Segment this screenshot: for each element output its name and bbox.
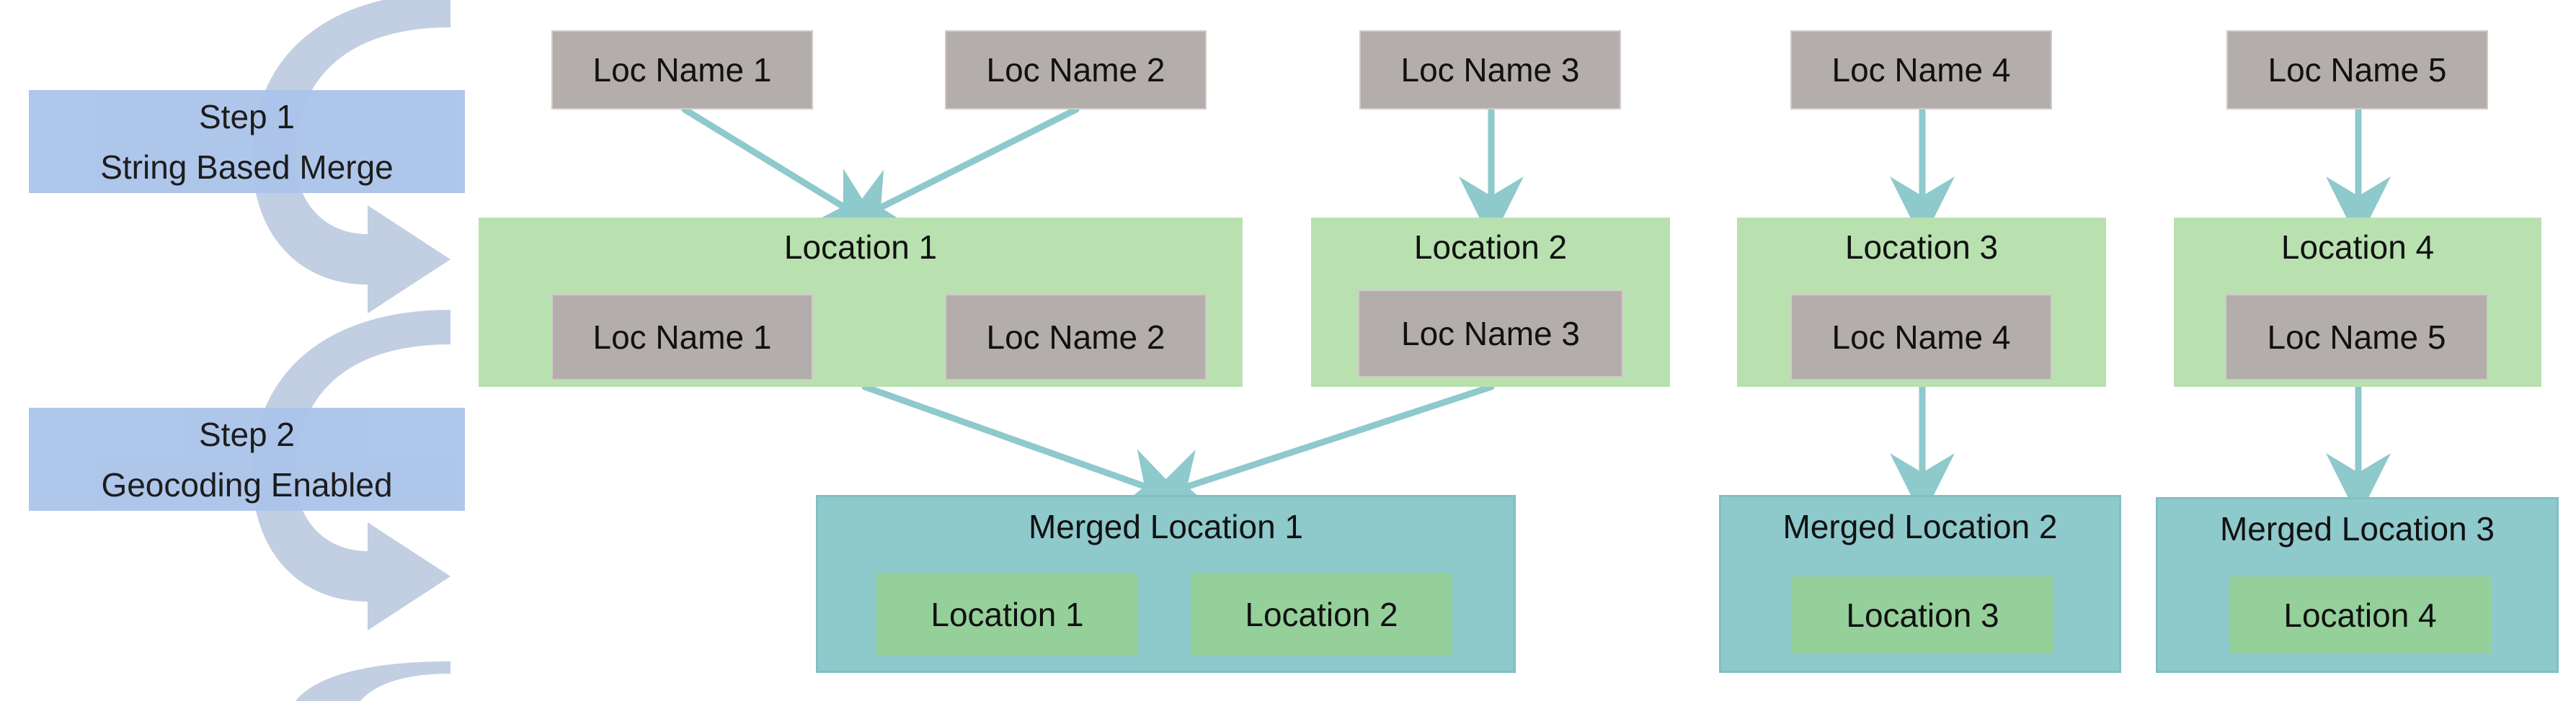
location-4-title: Location 4 (2280, 228, 2435, 266)
step-1-title: Step 1 (199, 97, 295, 135)
step-2-title: Step 2 (199, 415, 295, 453)
location-2-title: Location 2 (1413, 228, 1568, 266)
merged-location-2-item-1: Location 3 (1792, 576, 2053, 653)
curved-arrow-icon (252, 310, 450, 630)
merged-location-3-item-1: Location 4 (2229, 576, 2491, 653)
curved-arrow-icon (296, 661, 450, 701)
merged-location-1-item-1: Location 1 (876, 573, 1138, 656)
step-2-label: Step 2 Geocoding Enabled (29, 408, 465, 511)
merged-location-1-title: Merged Location 1 (1028, 508, 1304, 545)
arrow-icon (681, 106, 882, 231)
merged-location-3-title: Merged Location 3 (2219, 510, 2495, 548)
merged-location-1-item-2: Location 2 (1191, 573, 1452, 656)
loc-name-4-box: Loc Name 4 (1790, 30, 2052, 110)
loc-name-5-box: Loc Name 5 (2226, 30, 2488, 110)
location-1-title: Location 1 (783, 228, 938, 266)
curved-arrow-icon (252, 0, 450, 313)
location-3-item-1: Loc Name 4 (1790, 294, 2052, 380)
arrow-icon (861, 383, 1188, 511)
location-4-item-1: Loc Name 5 (2225, 294, 2488, 380)
loc-name-3-box: Loc Name 3 (1359, 30, 1621, 110)
loc-name-2-box: Loc Name 2 (945, 30, 1207, 110)
location-3-title: Location 3 (1844, 228, 1999, 266)
location-1-item-1: Loc Name 1 (551, 294, 813, 380)
arrow-icon (840, 106, 1080, 228)
merged-location-2-title: Merged Location 2 (1782, 508, 2058, 545)
step-2-description: Geocoding Enabled (101, 465, 393, 504)
step-1-label: Step 1 String Based Merge (29, 90, 465, 193)
arrow-icon (1144, 383, 1495, 512)
location-2-item-1: Loc Name 3 (1358, 290, 1623, 378)
location-1-item-2: Loc Name 2 (945, 294, 1207, 380)
loc-name-1-box: Loc Name 1 (551, 30, 813, 110)
step-1-description: String Based Merge (100, 148, 394, 186)
